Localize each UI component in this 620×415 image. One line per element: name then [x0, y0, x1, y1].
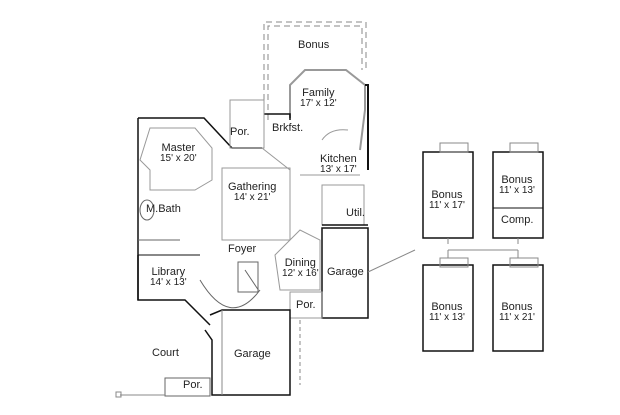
room-utility: Util. [346, 207, 365, 219]
room-porch-side: Por. [296, 299, 316, 311]
room-breakfast: Brkfst. [272, 122, 304, 134]
room-porch-rear: Por. [230, 126, 250, 138]
room-master-bath: M.Bath [146, 203, 181, 215]
room-garage-side: Garage [327, 266, 364, 278]
room-bonus-top: Bonus [298, 39, 330, 51]
room-porch-front: Por. [183, 379, 203, 391]
room-court: Court [152, 347, 179, 359]
room-garage-main: Garage [234, 348, 271, 360]
bonus-option-2-comp: Comp. [501, 214, 534, 226]
room-foyer: Foyer [228, 243, 257, 255]
bonus-dashed-outline [263, 21, 367, 120]
